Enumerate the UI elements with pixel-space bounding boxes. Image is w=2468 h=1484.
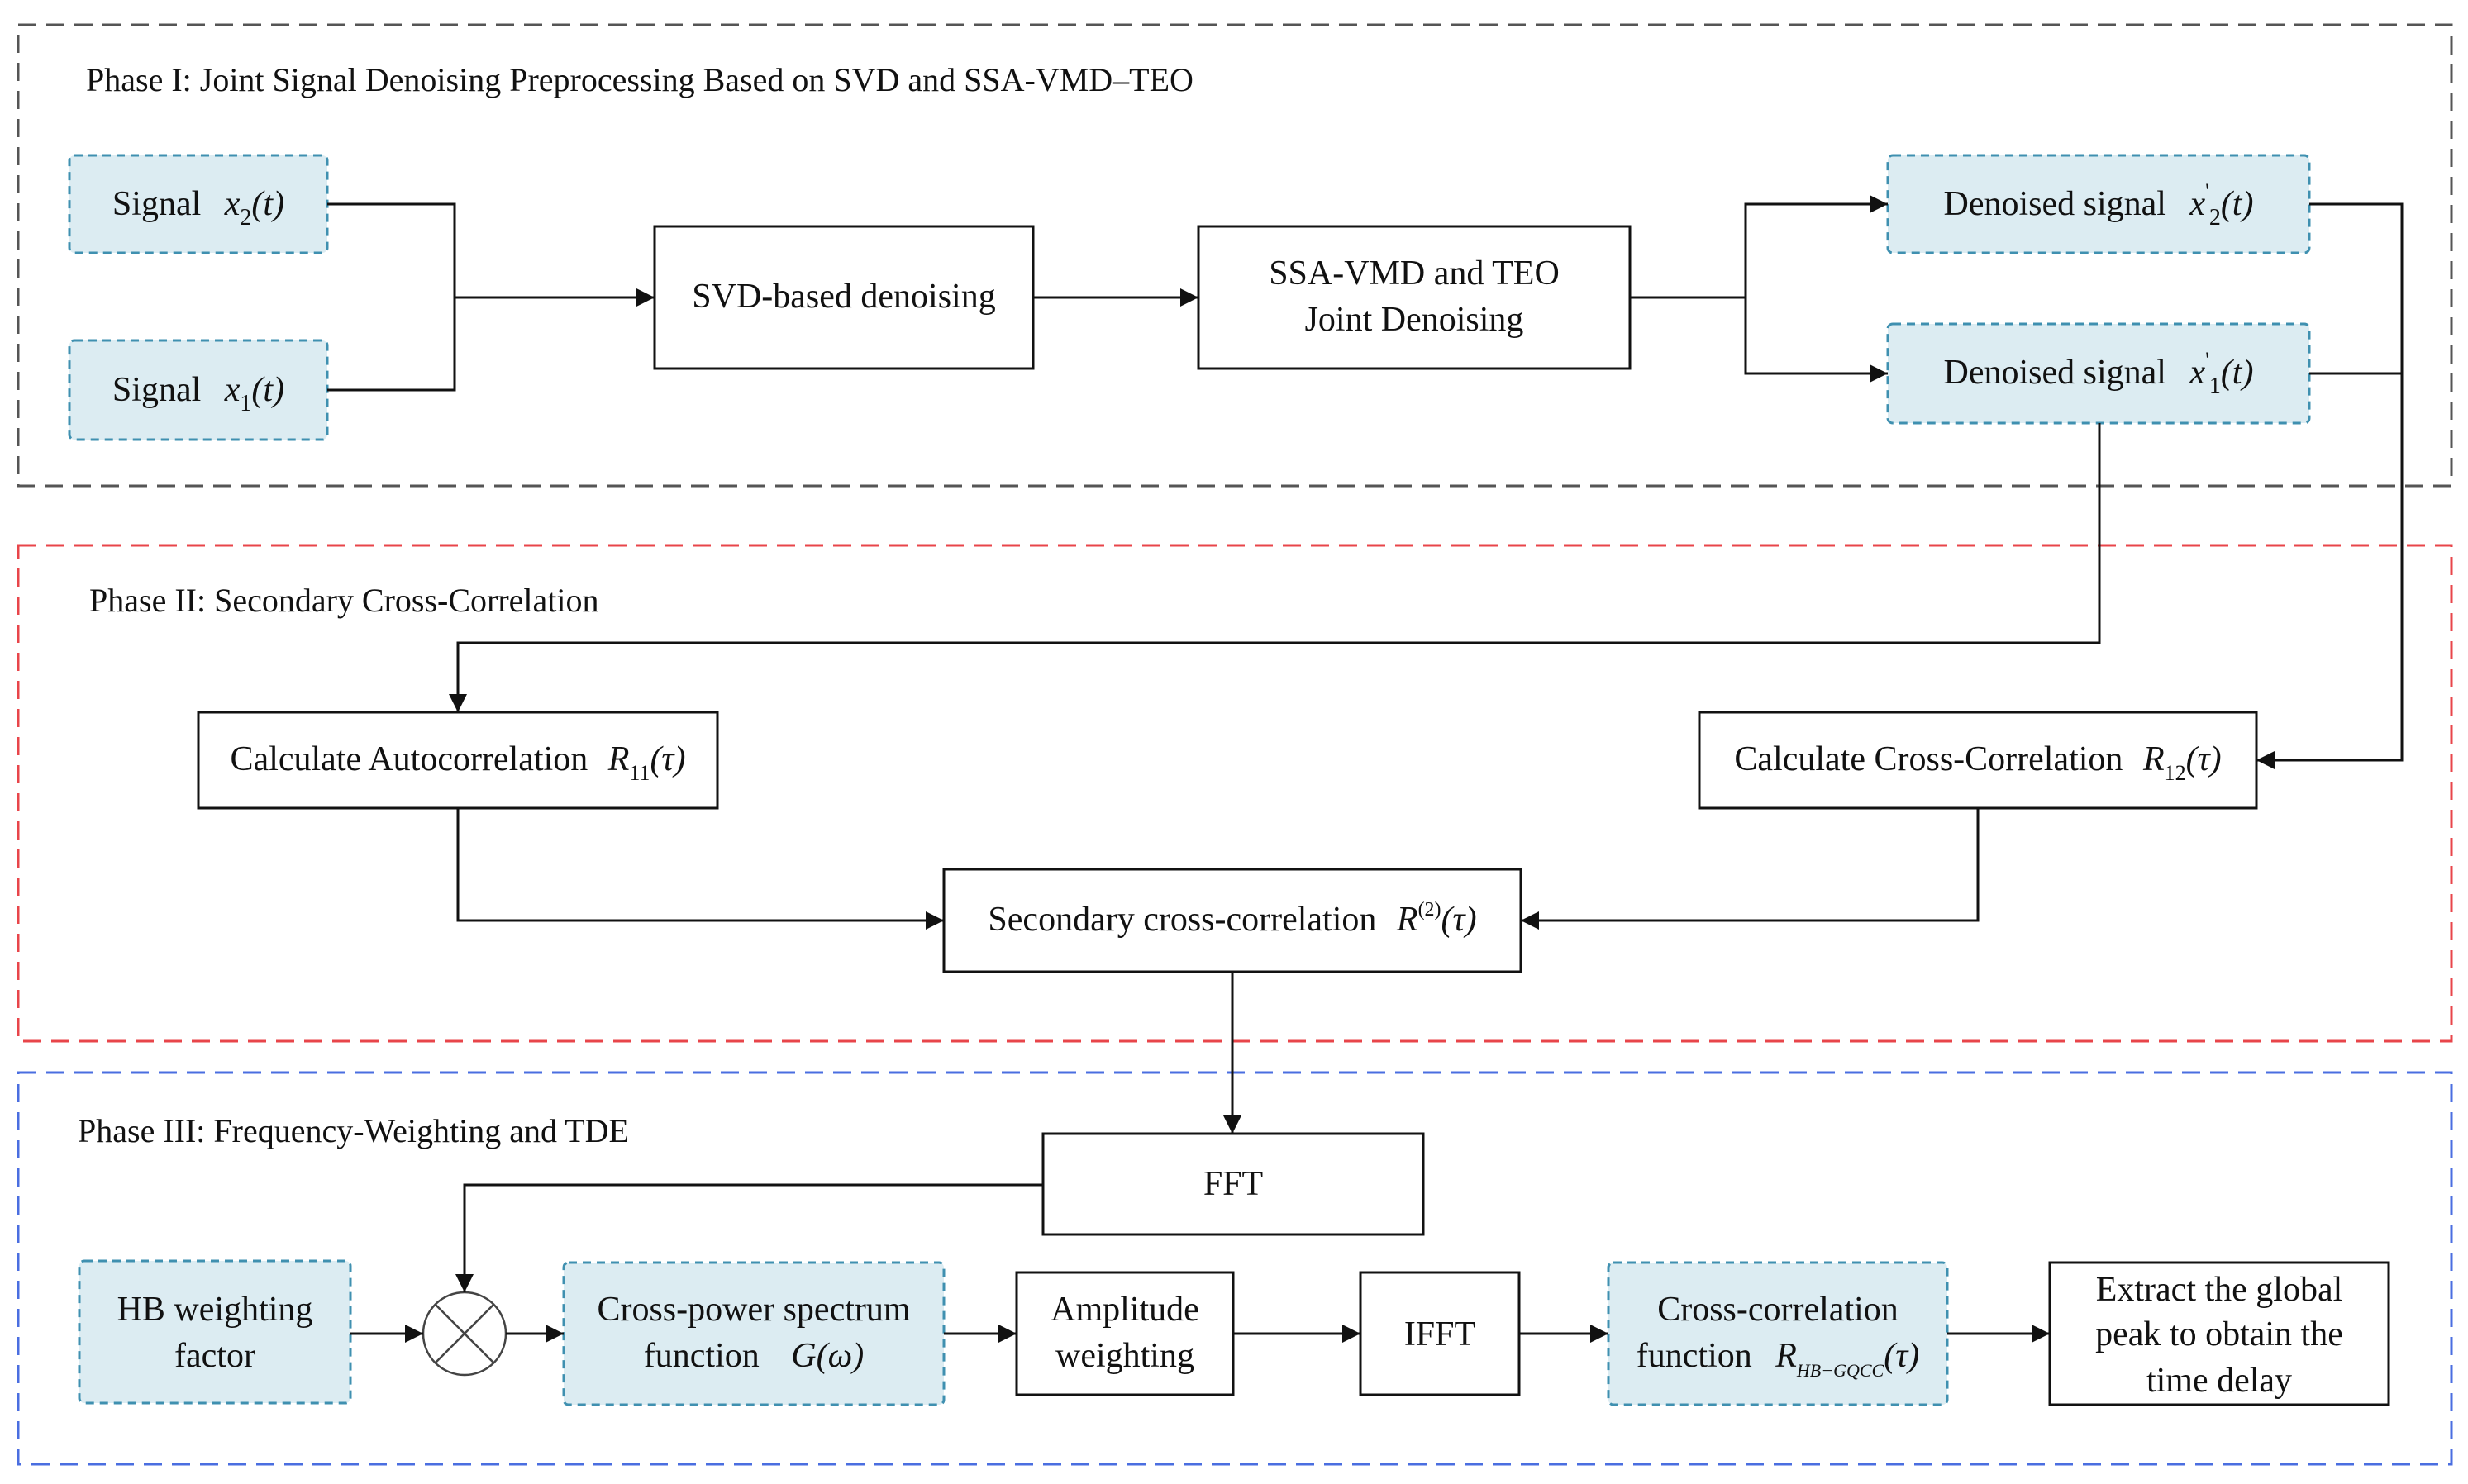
signal-x1-node: Signal x1(t) (68, 339, 329, 441)
secondary-label: Secondary cross-correlation (988, 901, 1376, 939)
extract-time-delay-node: Extract the global peak to obtain the ti… (2048, 1261, 2390, 1406)
svg-text:Denoised signal x'1(t): Denoised signal x'1(t) (1944, 348, 2254, 399)
cross-correlation-function-node: Cross-correlation function RHB−GQCC(τ) (1607, 1261, 1949, 1406)
ssa-vmd-line2: Joint Denoising (1305, 301, 1524, 339)
denoised-x1-arg: (t) (2221, 354, 2254, 392)
crosscorr-func-line2: function (1637, 1337, 1752, 1375)
hb-weighting-node: HB weighting factor (78, 1259, 352, 1405)
signal-x2-label: Signal (112, 185, 201, 223)
extract-line1: Extract the global (2096, 1271, 2343, 1309)
amplitude-line1: Amplitude (1051, 1291, 1199, 1329)
secondary-cross-correlation-node: Secondary cross-correlation R(2)(τ) (942, 868, 1522, 973)
autocorrelation-arg: (τ) (650, 740, 685, 778)
phase1-title: Phase I: Joint Signal Denoising Preproce… (86, 61, 1194, 98)
crosscorr-func-arg: (τ) (1884, 1337, 1919, 1375)
signal-x2-sub: 2 (240, 205, 251, 231)
crosscorr-func-sub: HB−GQCC (1796, 1360, 1884, 1381)
arrow-ssa-to-denoised-x2 (1744, 195, 1888, 297)
ifft-node: IFFT (1359, 1271, 1521, 1396)
ssa-vmd-line1: SSA-VMD and TEO (1269, 254, 1560, 293)
signal-x2-node: Signal x2(t) (68, 154, 329, 254)
signal-x1-math: x (224, 371, 241, 409)
svg-text:Calculate Cross-Correlation: Calculate Cross-Correlation R12(τ) (1734, 740, 2221, 785)
arrow-autocorrelation-to-secondary (456, 808, 944, 930)
phase1-frame (17, 23, 2453, 488)
cross-power-spectrum-node: Cross-power spectrum function G(ω) (562, 1261, 946, 1406)
svg-text:Calculate Autocorrelation: Calculate Autocorrelation R11(τ) (231, 740, 686, 785)
denoised-x1-label: Denoised signal (1944, 354, 2166, 392)
phase3-frame (17, 1071, 2453, 1466)
signal-x2-math: x (224, 185, 241, 223)
denoised-x2-arg: (t) (2221, 185, 2254, 223)
phase2-frame (17, 544, 2453, 1043)
secondary-arg: (τ) (1441, 901, 1477, 939)
ssa-vmd-teo-node: SSA-VMD and TEO Joint Denoising (1197, 225, 1632, 370)
denoised-x1-math: x (2189, 354, 2205, 392)
svd-denoising-label: SVD-based denoising (692, 278, 995, 316)
autocorrelation-node: Calculate Autocorrelation R11(τ) (197, 711, 719, 810)
autocorrelation-label: Calculate Autocorrelation (231, 740, 588, 778)
ifft-label: IFFT (1404, 1315, 1475, 1353)
svg-text:Secondary cross-correlation: Secondary cross-correlation R(2)(τ) (988, 899, 1476, 939)
denoised-x2-node: Denoised signal x'2(t) (1886, 154, 2311, 254)
secondary-sup: (2) (1418, 899, 1441, 920)
connector-denoised-x2-right (2309, 202, 2404, 373)
secondary-math: R (1396, 901, 1418, 939)
svg-text:function RHB−GQCC(τ): function RHB−GQCC(τ) (1637, 1337, 1919, 1381)
cross-correlation-arg: (τ) (2186, 740, 2222, 778)
arrow-denoised-x1-to-autocorrelation (449, 423, 2101, 712)
cross-power-arg: (ω) (817, 1337, 865, 1375)
cross-correlation-sub: 12 (2165, 761, 2186, 785)
denoised-x2-math: x (2189, 185, 2205, 223)
amplitude-line2: weighting (1055, 1337, 1194, 1375)
cross-power-math: G (791, 1337, 816, 1375)
fft-label: FFT (1203, 1165, 1263, 1203)
crosscorr-func-line1: Cross-correlation (1657, 1291, 1899, 1329)
hb-weighting-line1: HB weighting (117, 1291, 313, 1329)
signal-x2-arg: (t) (251, 185, 284, 223)
multiplier-node (422, 1291, 507, 1377)
svg-text:Signal x1(t): Signal x1(t) (112, 371, 284, 416)
cross-power-line1: Cross-power spectrum (597, 1291, 910, 1329)
arrow-denoised-to-cross-correlation (2256, 373, 2404, 769)
arrow-ssa-to-denoised-x1 (1744, 297, 1888, 383)
cross-correlation-node: Calculate Cross-Correlation R12(τ) (1698, 711, 2258, 810)
denoised-x2-sub: 2 (2209, 205, 2221, 231)
svg-text:function G(ω): function G(ω) (644, 1337, 864, 1375)
denoised-x1-sub: 1 (2209, 373, 2221, 399)
connector-x2-to-merge (327, 202, 456, 297)
amplitude-weighting-node: Amplitude weighting (1015, 1271, 1235, 1396)
connector-x1-to-merge (327, 297, 456, 392)
crosscorr-func-math: R (1775, 1337, 1797, 1375)
svg-text:Denoised signal x'2(t): Denoised signal x'2(t) (1944, 179, 2254, 231)
extract-line3: time delay (2146, 1362, 2292, 1400)
cross-power-line2: function (644, 1337, 760, 1375)
autocorrelation-sub: 11 (629, 761, 650, 785)
signal-x1-label: Signal (112, 371, 201, 409)
autocorrelation-math: R (607, 740, 630, 778)
signal-x1-sub: 1 (240, 391, 251, 416)
fft-node: FFT (1041, 1132, 1425, 1236)
arrow-cross-correlation-to-secondary (1521, 808, 1980, 930)
phase2-title: Phase II: Secondary Cross-Correlation (89, 582, 599, 619)
extract-line2: peak to obtain the (2095, 1315, 2343, 1353)
cross-correlation-math: R (2142, 740, 2165, 778)
hb-weighting-line2: factor (174, 1337, 255, 1375)
arrow-fft-to-multiplier (455, 1183, 1043, 1292)
cross-correlation-label: Calculate Cross-Correlation (1734, 740, 2123, 778)
svg-text:Signal x2(t): Signal x2(t) (112, 185, 284, 231)
signal-x1-arg: (t) (251, 371, 284, 409)
denoised-x1-prime: ' (2205, 348, 2209, 372)
phase3-title: Phase III: Frequency-Weighting and TDE (78, 1112, 629, 1149)
denoised-x2-prime: ' (2205, 179, 2209, 203)
denoised-x1-node: Denoised signal x'1(t) (1886, 322, 2311, 425)
denoised-x2-label: Denoised signal (1944, 185, 2166, 223)
svd-denoising-node: SVD-based denoising (653, 225, 1035, 370)
